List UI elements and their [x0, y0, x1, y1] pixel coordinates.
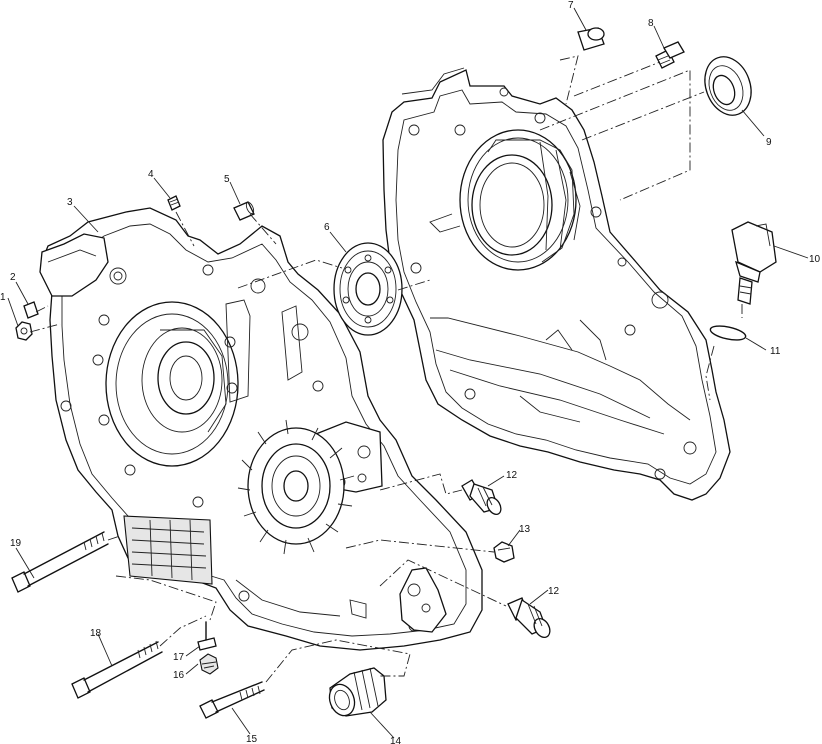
callout-14: 14 [390, 736, 402, 744]
callout-15: 15 [246, 734, 258, 744]
callout-3: 3 [67, 197, 73, 208]
nut-part-13 [493, 541, 515, 563]
fitting-part-12a [461, 479, 502, 516]
callout-2: 2 [10, 272, 16, 283]
callout-13: 13 [519, 524, 531, 535]
fitting-part-12b [507, 597, 551, 638]
bolt-part-15 [199, 681, 265, 719]
bolt-part-8 [655, 41, 685, 69]
oring-part-11 [709, 325, 747, 341]
callout-5: 5 [224, 174, 230, 185]
callout-12-lower: 12 [548, 586, 560, 597]
callout-4: 4 [148, 169, 154, 180]
callout-18: 18 [90, 628, 102, 639]
callout-12-upper: 12 [506, 470, 518, 481]
leader-lines [7, 7, 809, 739]
dowel-part-5 [233, 201, 255, 221]
callout-10: 10 [809, 254, 821, 265]
callout-19: 19 [10, 538, 22, 549]
assembly-centerlines [29, 55, 743, 683]
right-crankcase-half [382, 67, 731, 501]
nut-part-16 [199, 653, 219, 675]
callout-6: 6 [324, 222, 330, 233]
pump-impeller [237, 419, 355, 555]
callout-17: 17 [173, 652, 185, 663]
nut-part-1 [15, 321, 33, 341]
callout-8: 8 [648, 18, 654, 29]
left-crankcase-half [39, 207, 483, 651]
stud-part-17 [197, 621, 217, 651]
callout-7: 7 [568, 0, 574, 11]
callout-1: 1 [0, 292, 6, 303]
fitting-part-14 [328, 667, 387, 717]
bolt-part-18 [71, 640, 163, 699]
plug-part-7 [577, 27, 605, 51]
bearing-part-6 [333, 242, 403, 336]
callout-11: 11 [770, 346, 781, 357]
pin-part-4 [167, 195, 181, 211]
callout-16: 16 [173, 670, 185, 681]
dowel-part-2 [23, 301, 39, 319]
bolt-part-19 [11, 531, 109, 593]
sensor-part-10 [731, 221, 777, 305]
seal-part-9 [704, 56, 752, 116]
callout-9: 9 [766, 137, 772, 148]
